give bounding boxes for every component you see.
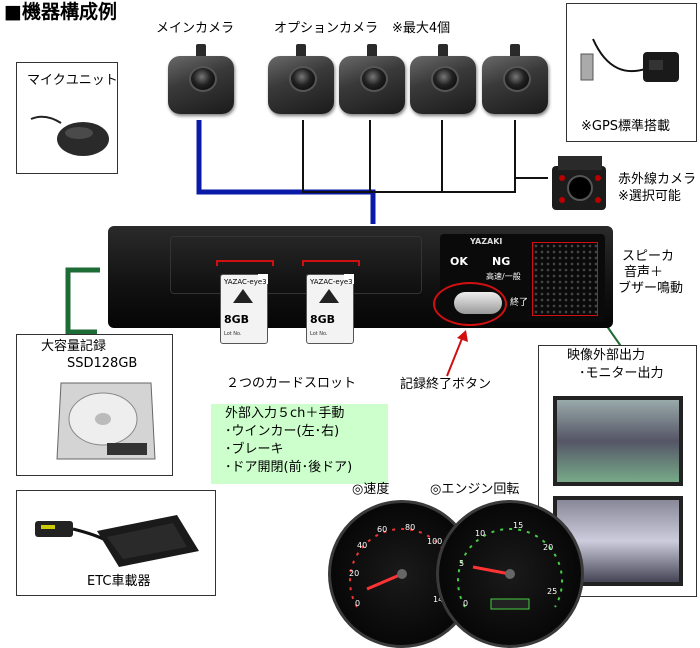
rpm-tick-25: 25	[547, 587, 558, 596]
option-camera-2	[339, 44, 405, 114]
infrared-label-2: ※選択可能	[618, 189, 681, 204]
stop-button-callout	[433, 282, 507, 326]
page-title: ■機器構成例	[4, 1, 117, 23]
sd-slots-label: ２つのカードスロット	[226, 376, 357, 391]
sd-card-1-capacity: 8GB	[224, 313, 250, 326]
speaker-grille	[532, 242, 598, 316]
recorder-brand: YAZAKI	[470, 237, 503, 246]
storage-line	[65, 267, 100, 335]
rpm-tick-20: 20	[543, 543, 554, 552]
option-camera-1	[268, 44, 334, 114]
connection-lines	[65, 120, 630, 377]
ng-indicator: NG	[492, 255, 511, 268]
external-input-item-1: ･ウインカー(左･右)	[225, 424, 340, 439]
speaker-label-2: 音声＋	[624, 265, 664, 280]
rpm-gauge: 0 5 10 15 20 25	[436, 500, 584, 648]
rpm-gauge-label: ◎エンジン回転	[430, 482, 520, 497]
rpm-tick-10: 10	[475, 529, 486, 538]
speed-gauge-dial	[349, 528, 455, 608]
stop-button-label: 記録終了ボタン	[400, 377, 492, 392]
etc-box: ETC車載器	[16, 490, 216, 596]
option-camera-4	[482, 44, 548, 114]
main-camera	[168, 44, 234, 114]
speed-tick-80: 80	[405, 523, 416, 532]
end-label: 終了	[510, 298, 529, 308]
mic-unit-image	[30, 115, 109, 156]
sd-card-1-lot: Lot No.	[224, 331, 242, 337]
stop-button-arrow	[446, 335, 464, 377]
rpm-tick-0: 0	[463, 599, 469, 608]
etc-label: ETC車載器	[87, 574, 151, 589]
external-input-box: 外部入力５ch＋手動 ･ウインカー(左･右) ･ブレーキ ･ドア開閉(前･後ドア…	[211, 404, 388, 484]
option-camera-label: オプションカメラ	[274, 21, 379, 36]
mic-box: マイクユニット	[16, 62, 118, 174]
rpm-gauge-dial	[457, 528, 563, 610]
ok-indicator: OK	[450, 255, 468, 268]
video-output-subtitle: ･モニター出力	[579, 366, 664, 381]
external-input-item-3: ･ドア開閉(前･後ドア)	[225, 460, 353, 475]
option-camera-note: ※最大4個	[392, 21, 451, 36]
speaker-label-3: ブザー鳴動	[618, 281, 684, 296]
gps-antenna-image	[580, 38, 679, 82]
option-camera-3	[410, 44, 476, 114]
storage-label-1: 大容量記録	[41, 339, 107, 354]
sd-card-2: YAZAC-eye3 8GB Lot No.	[306, 274, 354, 344]
rpm-tick-5: 5	[459, 559, 465, 568]
sd-card-2-name: YAZAC-eye3	[310, 278, 353, 286]
sd-card-1: YAZAC-eye3 8GB Lot No.	[220, 274, 268, 344]
sd-card-1-name: YAZAC-eye3	[224, 278, 267, 286]
ssd-image	[56, 382, 156, 460]
sd-slot-highlight-2	[302, 260, 360, 266]
gps-box: ※GPS標準搭載	[566, 3, 697, 142]
sd-card-2-capacity: 8GB	[310, 313, 336, 326]
etc-device-image	[35, 515, 199, 567]
sd-card-2-lot: Lot No.	[310, 331, 328, 337]
drive-recorder-unit: YAZAKI OK NG 高速/一般 終了	[108, 226, 613, 328]
main-camera-line	[196, 120, 376, 224]
mode-indicator: 高速/一般	[486, 272, 521, 281]
option-camera-lines	[302, 120, 516, 193]
infrared-label-1: 赤外線カメラ	[618, 172, 697, 187]
speed-tick-60: 60	[377, 525, 388, 534]
mic-label: マイクユニット	[27, 73, 118, 88]
speed-tick-20: 20	[349, 569, 360, 578]
speed-tick-40: 40	[357, 541, 368, 550]
speed-tick-0: 0	[355, 599, 361, 608]
sd-slot-highlight-1	[216, 260, 274, 266]
monitor-screen-1	[553, 396, 683, 486]
speed-tick-100: 100	[427, 537, 443, 546]
video-output-title: 映像外部出力	[567, 348, 646, 363]
speed-gauge-label: ◎速度	[352, 482, 390, 497]
rpm-tick-15: 15	[513, 521, 524, 530]
infrared-camera-image	[552, 156, 606, 210]
speaker-label-1: スピーカ	[622, 249, 675, 264]
gps-label: ※GPS標準搭載	[581, 119, 671, 134]
storage-box: 大容量記録 SSD128GB	[16, 334, 173, 476]
external-input-title: 外部入力５ch＋手動	[225, 406, 345, 421]
storage-label-2: SSD128GB	[67, 356, 138, 371]
external-input-item-2: ･ブレーキ	[225, 442, 284, 457]
main-camera-label: メインカメラ	[156, 21, 235, 36]
